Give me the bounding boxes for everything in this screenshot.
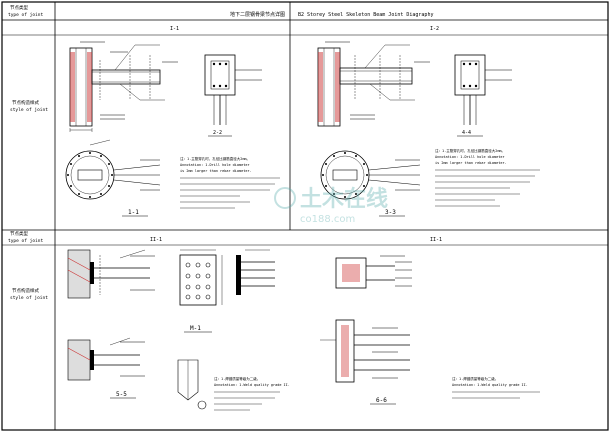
panel-2-note-3: is 2mm larger than rebar diameter. xyxy=(435,161,507,165)
column-hatch xyxy=(70,52,75,122)
row-label-b-type-en: type of joint xyxy=(8,238,44,244)
panel-1-note-3: is 2mm larger than rebar diameter. xyxy=(180,169,252,173)
anchor-plate xyxy=(179,254,217,306)
panel-3-section-2-label: M-1 xyxy=(190,325,201,332)
panel-2-title: I-2 xyxy=(430,26,439,32)
row-label-style-en: style of joint xyxy=(10,107,48,113)
weld-detail xyxy=(177,359,199,401)
panel-3: II-1 xyxy=(67,237,290,411)
panel-1-section-1-label: 1-1 xyxy=(128,209,139,216)
panel-2-note-1: 注：1.主筋穿孔时，孔径比钢筋直径大2mm。 xyxy=(435,148,505,153)
panel-1-note-2: Annotation: 1.Drill hole diameter xyxy=(180,163,250,167)
title-en: B2 Storey Steel Skeleton Beam Joint Diag… xyxy=(298,12,433,18)
panel-3-note-2: Annotation: 1.Weld quality grade II. xyxy=(214,383,290,387)
panel-1-note-1: 注：1.主筋穿孔时，孔径比钢筋直径大2mm。 xyxy=(180,156,250,161)
row-label-style-cn: 节点构造样式 xyxy=(12,99,39,106)
round-column-section xyxy=(65,150,115,200)
row-label-b-type-cn: 节点类型 xyxy=(10,230,28,237)
panel-2-section-1-label: 4-4 xyxy=(462,130,471,136)
panel-1: I-1 xyxy=(65,26,280,217)
steel-beam xyxy=(339,67,413,85)
watermark-en: co188.com xyxy=(300,214,355,225)
row-label-type-en: type of joint xyxy=(8,12,44,18)
row-label-type-cn: 节点类型 xyxy=(10,4,28,11)
steel-beam xyxy=(91,69,161,85)
panel-2: I-2 4-4 xyxy=(317,26,540,217)
watermark: 土木在线 co188.com xyxy=(274,186,388,225)
panel-1-section-2-label: 2-2 xyxy=(213,130,222,136)
panel-3-title: II-1 xyxy=(150,237,162,243)
panel-1-title: I-1 xyxy=(170,26,179,32)
panel-3-section-1-label: 5-5 xyxy=(116,391,127,398)
watermark-cn: 土木在线 xyxy=(300,186,388,212)
wall-section xyxy=(67,249,91,299)
section-6-6 xyxy=(335,319,355,383)
panel-4: II-1 6-6 注：1.焊缝质量等级为二级。 Annotation: 1.We… xyxy=(320,237,540,405)
panel-4-section-1-label: 6-6 xyxy=(376,397,387,404)
panel-2-section-2-label: 3-3 xyxy=(385,209,396,216)
panel-3-note-1: 注：1.焊缝质量等级为二级。 xyxy=(214,376,260,381)
panel-2-note-2: Annotation: 1.Drill hole diameter xyxy=(435,155,505,159)
column-outline xyxy=(335,257,367,289)
row-label-b-style-en: style of joint xyxy=(10,295,48,301)
panel-4-title: II-1 xyxy=(430,237,442,243)
title-cn: 地下二层钢骨梁节点详图 xyxy=(230,11,285,18)
panel-4-note-2: Annotation: 1.Weld quality grade II. xyxy=(452,383,528,387)
row-label-b-style-cn: 节点构造样式 xyxy=(12,287,39,294)
embedded-plate xyxy=(90,262,94,284)
panel-4-note-1: 注：1.焊缝质量等级为二级。 xyxy=(452,376,498,381)
